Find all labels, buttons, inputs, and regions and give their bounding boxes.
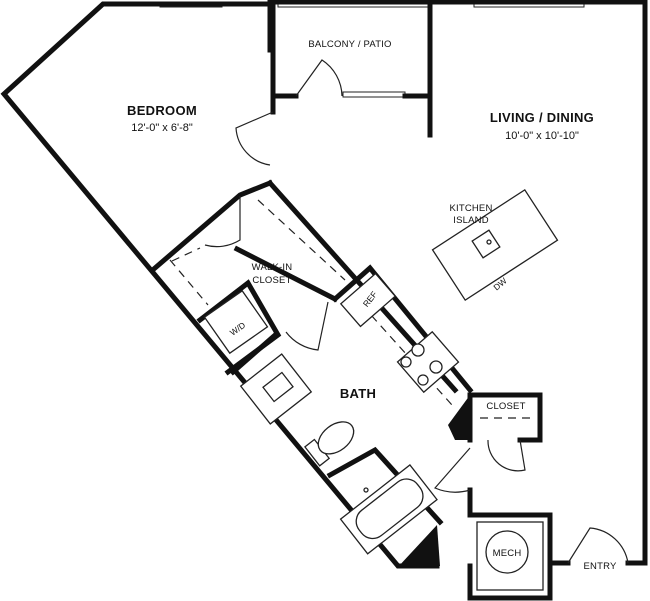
balcony-door-glass xyxy=(342,91,406,98)
mech-label: MECH xyxy=(493,548,522,559)
burner-1 xyxy=(411,343,425,357)
fixtures xyxy=(203,188,559,591)
bath-name: BATH xyxy=(340,386,376,401)
island-sink xyxy=(471,229,501,259)
closet-label: CLOSET xyxy=(486,401,525,412)
refrigerator xyxy=(339,272,397,328)
bedroom-south-wall xyxy=(151,179,274,272)
closet-door-swing xyxy=(487,439,526,472)
bedroom-dimensions: 12'-0" x 6'-8" xyxy=(131,122,193,134)
bath-door-swing xyxy=(285,301,329,351)
bedroom-name: BEDROOM xyxy=(127,103,197,118)
living-dining-dimensions: 10'-0" x 10'-10" xyxy=(505,130,579,142)
structural-column-bath xyxy=(398,525,440,567)
structural-column-closet xyxy=(448,395,470,440)
living-dining-name: LIVING / DINING xyxy=(490,110,594,125)
walk-in-closet-label-line1: WALK-IN xyxy=(252,262,293,273)
bathtub xyxy=(339,464,438,555)
entry-door-swing xyxy=(567,527,629,564)
bedroom-door-swing xyxy=(235,111,274,166)
kitchen-counter-edge xyxy=(361,304,453,406)
living-top-wall xyxy=(427,0,648,566)
toilet-bowl xyxy=(317,421,355,455)
vanity-sink xyxy=(262,371,294,403)
closet-rods xyxy=(169,199,532,419)
washer-dryer xyxy=(203,289,269,355)
bath-mid-wall xyxy=(229,332,278,376)
tub-drain xyxy=(363,487,369,493)
refrigerator-box xyxy=(339,272,397,328)
doors xyxy=(204,59,629,564)
walk-in-rod-upper xyxy=(257,199,346,281)
entry-label: ENTRY xyxy=(583,561,616,572)
burner-2 xyxy=(429,360,443,374)
kitchen-island-label-line1: KITCHEN xyxy=(449,203,492,214)
walk-in-rod-lower xyxy=(169,259,209,306)
balcony-label: BALCONY / PATIO xyxy=(308,39,391,50)
kitchen-island-label-line2: ISLAND xyxy=(453,215,489,226)
toilet xyxy=(304,421,355,467)
burner-4 xyxy=(417,374,429,386)
walk-in-closet-label-line2: CLOSET xyxy=(252,275,291,286)
balcony-door-swing xyxy=(295,59,343,97)
walk-in-rod-back xyxy=(171,247,201,262)
mech-unit-circle xyxy=(485,530,529,574)
entry-closet-wall xyxy=(467,392,543,443)
closet-inner-wall xyxy=(233,245,339,303)
mech-wall xyxy=(467,512,553,601)
bathtub-inner xyxy=(355,478,424,540)
island-faucet xyxy=(486,239,492,245)
bath-entry-door-swing xyxy=(434,447,471,493)
burner-3 xyxy=(400,356,412,368)
walk-in-door-swing xyxy=(204,196,241,248)
